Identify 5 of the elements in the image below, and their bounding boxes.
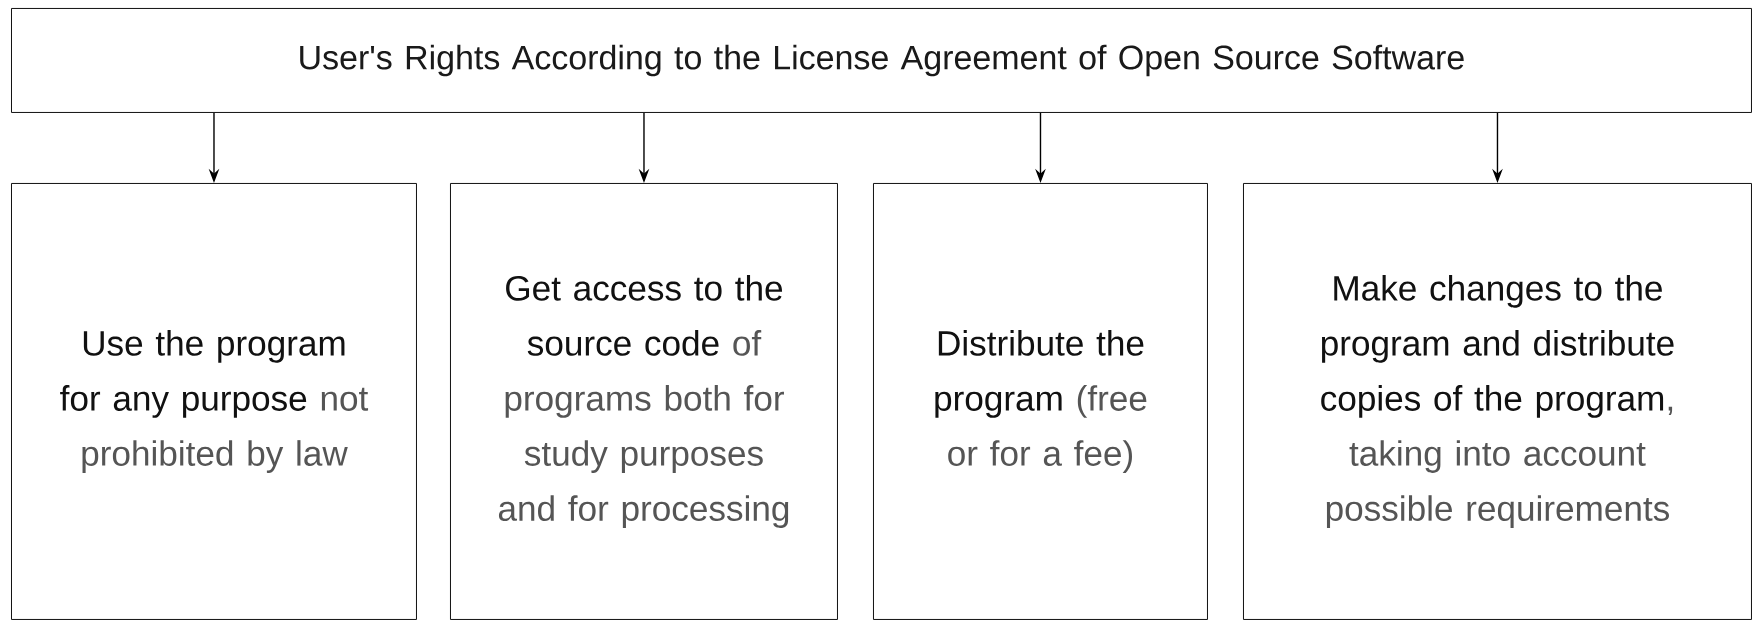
rights-box: Make changes to the program and distribute copies of the program, taking into account possible requirements <box>1243 183 1752 620</box>
rights-box: Get access to the source code of programs both for study purposes and for processing <box>450 183 838 620</box>
title-box: User's Rights According to the License Agreement of Open Source Software <box>11 8 1752 113</box>
rights-box: Distribute the program (free or for a fee) <box>873 183 1208 620</box>
rights-box: Use the program for any purpose not prohibited by law <box>11 183 417 620</box>
